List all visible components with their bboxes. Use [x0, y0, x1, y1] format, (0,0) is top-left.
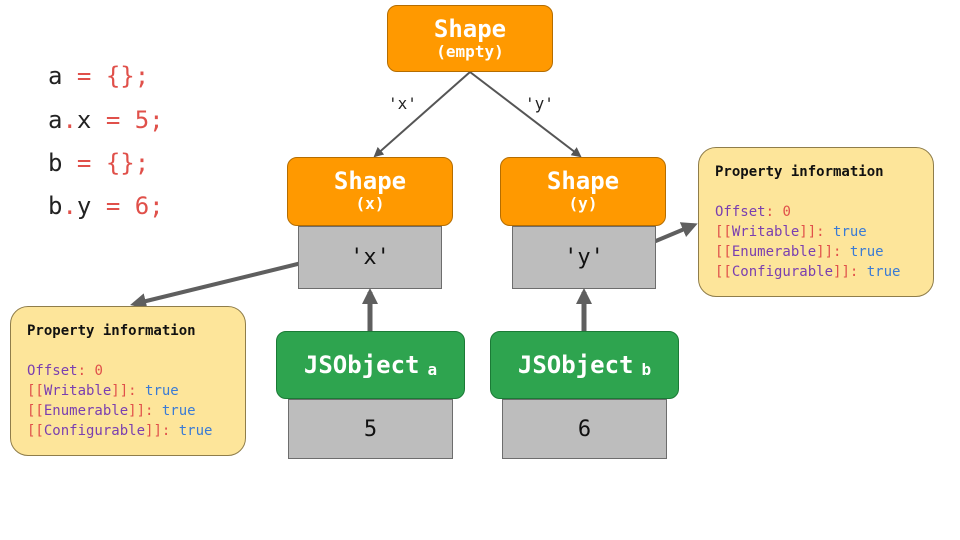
code-var: a	[48, 62, 63, 90]
info-value: 0	[94, 363, 103, 379]
info-configurable-row: [[Configurable]]: true	[715, 264, 901, 280]
shape-subtitle: (empty)	[436, 42, 504, 61]
code-line-1: a = {};	[48, 62, 149, 90]
info-key: Enumerable	[43, 403, 129, 419]
shape-title: Shape	[546, 167, 620, 195]
jsobject-a-value: 5	[288, 399, 453, 459]
code-op: =	[105, 106, 121, 134]
info-heading: Property information	[715, 164, 884, 180]
code-val: 6;	[134, 192, 164, 220]
shape-y: Shape (y)	[500, 157, 666, 226]
info-value: true	[178, 423, 213, 439]
code-line-4: b.y = 6;	[48, 192, 164, 220]
info-offset-row: Offset: 0	[27, 363, 103, 379]
info-key: Configurable	[731, 264, 834, 280]
value-text: 6	[577, 416, 592, 442]
info-key: Writable	[731, 224, 800, 240]
slot-key: 'x'	[350, 245, 390, 270]
jsobject-name: a	[427, 359, 438, 379]
value-text: 5	[363, 416, 378, 442]
code-val: 5;	[134, 106, 164, 134]
pointer-x-to-info	[130, 257, 319, 309]
code-op: =	[76, 149, 92, 177]
info-offset-row: Offset: 0	[715, 204, 791, 220]
info-value: 0	[782, 204, 791, 220]
info-value: true	[145, 383, 179, 399]
info-key: Offset	[715, 204, 766, 220]
info-enumerable-row: [[Enumerable]]: true	[27, 403, 196, 419]
info-heading: Property information	[27, 323, 196, 339]
jsobject-title: JSObject	[303, 351, 420, 379]
info-key: Offset	[27, 363, 78, 379]
code-dot: .	[62, 106, 77, 134]
info-key: Configurable	[43, 423, 146, 439]
shape-subtitle: (x)	[355, 194, 385, 213]
shape-x: Shape (x)	[287, 157, 453, 226]
info-value: true	[161, 403, 196, 419]
jsobject-a: JSObject a	[276, 331, 465, 399]
info-writable-row: [[Writable]]: true	[715, 224, 867, 240]
shape-empty: Shape (empty)	[387, 5, 553, 72]
shape-title: Shape	[433, 15, 507, 43]
info-value: true	[849, 244, 884, 260]
info-value: true	[833, 224, 867, 240]
info-value: true	[866, 264, 901, 280]
edge-root-to-y	[469, 71, 582, 158]
edge-root-to-x	[373, 71, 471, 158]
info-configurable-row: [[Configurable]]: true	[27, 423, 213, 439]
code-op: =	[76, 62, 92, 90]
code-line-3: b = {};	[48, 149, 149, 177]
code-var: b	[48, 149, 63, 177]
shape-title: Shape	[333, 167, 407, 195]
code-dot: .	[62, 192, 77, 220]
code-obj: b	[48, 192, 63, 220]
property-info-right: Property information Offset: 0 [[Writabl…	[698, 147, 934, 297]
slot-key: 'y'	[564, 245, 604, 270]
shape-subtitle: (y)	[568, 194, 598, 213]
edge-label-y: 'y'	[525, 94, 554, 113]
code-obj: a	[48, 106, 63, 134]
code-prop: x	[76, 106, 92, 134]
info-key: Writable	[43, 383, 112, 399]
code-val: {};	[105, 62, 150, 90]
jsobject-b: JSObject b	[490, 331, 679, 399]
info-writable-row: [[Writable]]: true	[27, 383, 179, 399]
jsobject-name: b	[641, 359, 652, 379]
property-info-left: Property information Offset: 0 [[Writabl…	[10, 306, 246, 456]
info-key: Enumerable	[731, 244, 817, 260]
info-enumerable-row: [[Enumerable]]: true	[715, 244, 884, 260]
code-op: =	[105, 192, 121, 220]
code-line-2: a.x = 5;	[48, 106, 164, 134]
code-val: {};	[105, 149, 150, 177]
code-prop: y	[76, 192, 92, 220]
shape-x-slot: 'x'	[298, 226, 442, 289]
edge-label-x: 'x'	[388, 94, 417, 113]
jsobject-b-value: 6	[502, 399, 667, 459]
shape-y-slot: 'y'	[512, 226, 656, 289]
jsobject-title: JSObject	[517, 351, 634, 379]
